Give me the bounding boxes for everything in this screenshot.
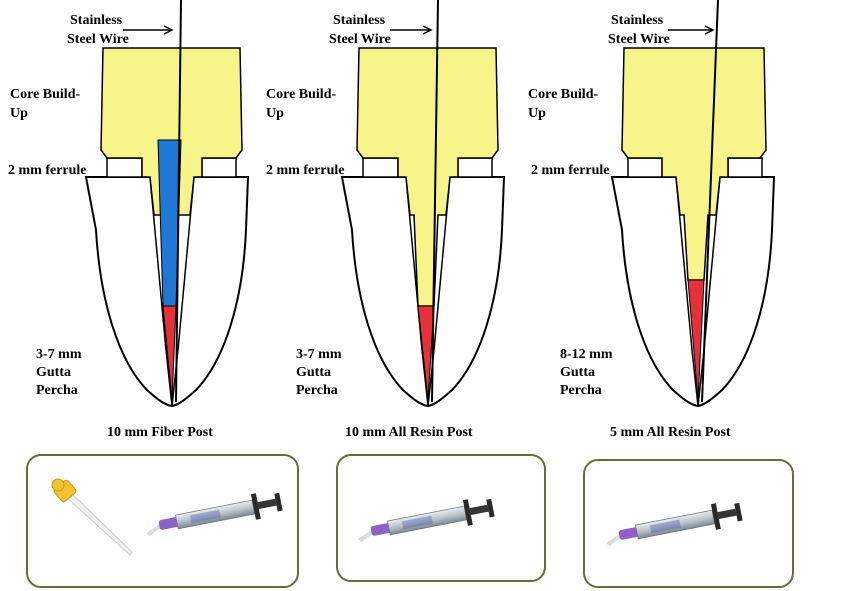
core-build-up <box>100 47 243 216</box>
wire-label-line1: Stainless <box>333 13 386 28</box>
syringe-icon <box>146 492 283 537</box>
ferrule-left <box>106 157 143 178</box>
core-label-line2: Up <box>10 106 28 121</box>
core-label-line2: Up <box>266 106 284 121</box>
wire-arrowhead <box>704 25 715 35</box>
gutta-label-line3: Percha <box>560 383 602 398</box>
panel-caption: 10 mm All Resin Post <box>345 425 473 440</box>
wire-arrowhead <box>163 25 174 35</box>
ferrule-left <box>627 157 663 178</box>
wire-label-line1: Stainless <box>70 13 123 28</box>
wire-label-line2: Steel Wire <box>67 32 129 47</box>
ferrule-label: 2 mm ferrule <box>8 163 87 178</box>
ferrule-right <box>201 157 237 178</box>
wire-label-line1: Stainless <box>611 13 664 28</box>
ferrule-right <box>727 157 763 178</box>
syringe-icon <box>606 502 743 547</box>
ferrule-label: 2 mm ferrule <box>266 163 345 178</box>
gutta-percha <box>687 279 705 401</box>
wire-label-line2: Steel Wire <box>608 32 670 47</box>
gutta-length-label: 8-12 mm <box>560 347 613 362</box>
stainless-steel-wire <box>175 0 182 403</box>
gutta-percha <box>417 305 435 401</box>
stainless-steel-wire <box>431 0 439 403</box>
wire-label-line2: Steel Wire <box>329 32 391 47</box>
ferrule-label: 2 mm ferrule <box>531 163 610 178</box>
gutta-label-line3: Percha <box>296 383 338 398</box>
panel-all-resin-10mm: Stainless Steel Wire Core Build- Up 2 mm… <box>266 0 546 582</box>
panel-caption: 5 mm All Resin Post <box>610 425 731 440</box>
core-label-line1: Core Build- <box>266 87 336 102</box>
wire-arrowhead <box>422 25 433 35</box>
ferrule-right <box>457 157 493 178</box>
core-label-line2: Up <box>528 106 546 121</box>
stainless-steel-wire <box>701 0 719 403</box>
core-label-line1: Core Build- <box>10 87 80 102</box>
panel-fiber-post: Stainless Steel Wire Core Build- Up 2 mm… <box>8 0 299 588</box>
ferrule-left <box>362 157 399 178</box>
gutta-percha <box>162 305 177 401</box>
gutta-label-line3: Percha <box>36 383 78 398</box>
gutta-label-line2: Gutta <box>36 365 71 380</box>
panel-all-resin-5mm: Stainless Steel Wire Core Build- Up 2 mm… <box>528 0 794 588</box>
dropper-tip-icon <box>51 478 133 556</box>
gutta-length-label: 3-7 mm <box>296 347 342 362</box>
core-label-line1: Core Build- <box>528 87 598 102</box>
gutta-label-line2: Gutta <box>296 365 331 380</box>
panel-caption: 10 mm Fiber Post <box>107 425 213 440</box>
gutta-label-line2: Gutta <box>560 365 595 380</box>
gutta-length-label: 3-7 mm <box>36 347 82 362</box>
syringe-icon <box>358 498 495 543</box>
